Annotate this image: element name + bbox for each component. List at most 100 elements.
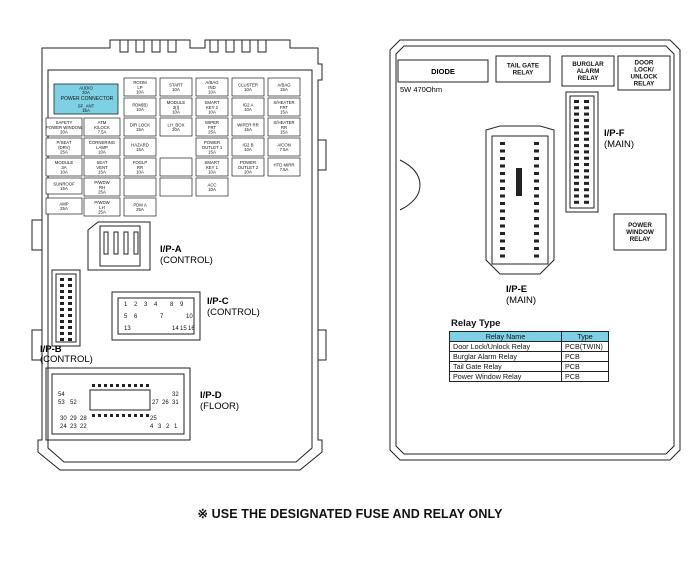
- ipc-pin-label: 16: [188, 326, 195, 332]
- fuse-slot-power-outlet-2: [231, 157, 265, 177]
- fuse-slot-cornering-lamp: [83, 137, 121, 157]
- fuse-slot-cluster: [231, 77, 265, 97]
- ipb-pin: [60, 290, 64, 293]
- ipd-pin-label: 1: [174, 424, 178, 430]
- fuse-slot-module-3a: [45, 157, 83, 177]
- ipd-pin-label: 22: [80, 424, 87, 430]
- fuse-slot-smart-key-1: [195, 157, 229, 177]
- ipe-pin: [534, 142, 539, 145]
- relay-type-cell: PCB: [561, 351, 609, 362]
- fuse-slot-power-outlet-1: [195, 137, 229, 157]
- power-connector-label: POWER CONNECTOR: [61, 96, 114, 102]
- fuse-slot-module-3: [159, 97, 193, 117]
- ipf-pin: [574, 188, 579, 192]
- ipd-pin: [104, 414, 107, 417]
- ipd-pin: [128, 384, 131, 387]
- fuse-slot-sunroof: [45, 177, 83, 195]
- ipe-pins: [500, 142, 539, 258]
- ipe-pin: [534, 164, 539, 168]
- empty-fuse-slot: [159, 177, 193, 197]
- relay-type-header: Type: [561, 331, 609, 342]
- ipe-pin: [534, 194, 539, 198]
- ipd-pin-label: 32: [172, 392, 179, 398]
- ipe-pin: [500, 142, 505, 145]
- ipd-pin-label: 52: [70, 400, 77, 406]
- ipb-pin: [68, 296, 72, 299]
- ipf-name: I/P-F: [604, 128, 625, 139]
- ipc-sub: (CONTROL): [207, 307, 260, 318]
- table-row: Burglar Alarm Relay PCB: [449, 351, 609, 362]
- ipe-pin: [534, 247, 539, 250]
- ipd-pin: [140, 414, 143, 417]
- ipf-pin: [584, 194, 589, 198]
- ipe-pin: [534, 179, 539, 183]
- ipb-pin: [68, 290, 72, 293]
- ipc-pin-label: 6: [134, 314, 138, 320]
- ipf-pin: [584, 118, 589, 122]
- ipf-pin: [584, 125, 589, 129]
- fuse-slot-sheater-rr: [267, 117, 301, 137]
- fuse-slot-amp: [45, 197, 83, 215]
- relay-type-title: Relay Type: [451, 318, 501, 329]
- fuse-slot-wiper-rr: [231, 117, 265, 137]
- ipf-pin: [584, 200, 589, 204]
- fuse-slot-seat-vent: [83, 157, 121, 177]
- power-connector: [53, 83, 119, 115]
- ipe-pin: [500, 194, 505, 198]
- ipc-pin-label: 3: [144, 302, 148, 308]
- empty-fuse-slot: [159, 157, 193, 177]
- ipf-pin: [584, 169, 589, 173]
- ipc-pin-label: 7: [160, 314, 164, 320]
- fuse-slot-sheater-frt: [267, 97, 301, 117]
- ipd-pin-label: 53: [58, 400, 65, 406]
- fuse-slot-pwdw-lh: [83, 197, 121, 217]
- ipb-pin: [68, 326, 72, 329]
- ipd-pin-label: 23: [70, 424, 77, 430]
- ipf-pin: [574, 125, 579, 129]
- ipe-pin: [500, 247, 505, 250]
- fuse-slot-abag: [267, 77, 301, 97]
- relay-name-cell: Tail Gate Relay: [449, 361, 562, 372]
- ipf-pin: [584, 100, 589, 103]
- ipc-pin-label: 15: [180, 326, 187, 332]
- ipd-pin-label: 31: [172, 400, 179, 406]
- ipb-pin: [60, 314, 64, 317]
- ipb-pin: [60, 308, 64, 311]
- ipb-pin: [68, 284, 72, 287]
- fuse-slot-safety-pw: [45, 117, 83, 137]
- ipe-pin: [534, 149, 539, 153]
- ipf-pin: [584, 106, 589, 110]
- ipd-pin: [146, 414, 149, 417]
- ipe-name: I/P-E: [506, 284, 527, 295]
- ipd-pin: [134, 414, 137, 417]
- ipe-pin: [534, 232, 539, 235]
- fuse-label-pseat-drv: P/SEAT(DRV)25A: [57, 140, 72, 154]
- ipb-pin: [68, 278, 72, 281]
- fuse-slot-smart-key-2: [195, 97, 229, 117]
- ipe-pin: [500, 254, 505, 258]
- ipe-pin: [534, 254, 539, 258]
- ipd-pin-label: 29: [70, 416, 77, 422]
- fuse-slot-drlock: [123, 117, 157, 137]
- ipd-pin: [92, 384, 95, 387]
- ipf-pin: [574, 118, 579, 122]
- fuse-slot-wiper-frt: [195, 117, 229, 137]
